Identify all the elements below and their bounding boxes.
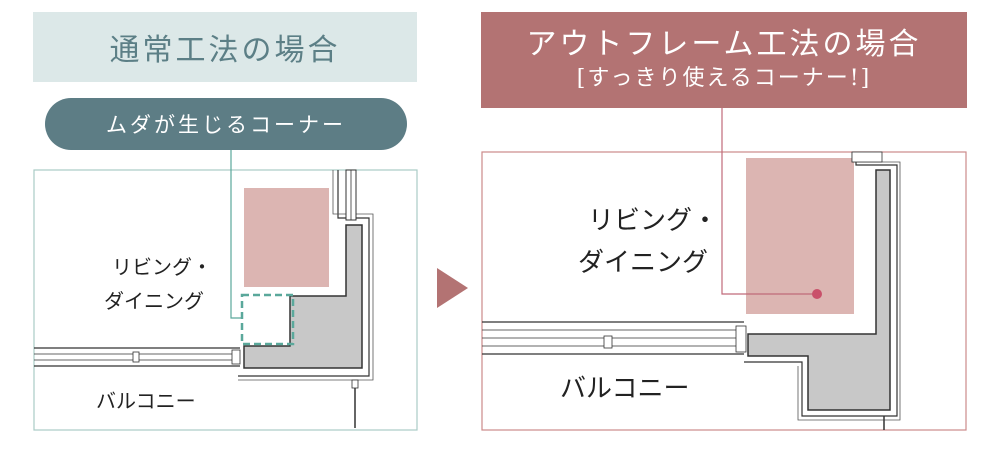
wasted-corner-badge: ムダが生じるコーナー <box>45 98 407 150</box>
right-balcony-label: バルコニー <box>560 374 690 404</box>
badge-leader-line <box>230 150 242 319</box>
right-furniture-block <box>746 158 854 314</box>
outframe-method-title: アウトフレーム工法の場合 <box>526 27 922 62</box>
left-room-label-line1: リビング・ <box>112 255 212 279</box>
right-plan-frame <box>481 151 967 431</box>
outframe-method-title-box: アウトフレーム工法の場合 [すっきり使えるコーナー!] <box>481 12 967 108</box>
subtitle-leader-line <box>721 108 816 295</box>
left-floor-plan <box>33 150 418 431</box>
right-floor-plan <box>481 108 967 431</box>
left-balcony-label: バルコニー <box>96 389 196 413</box>
right-room-label-line2: ダイニング <box>578 248 709 278</box>
left-room-label-line2: ダイニング <box>104 289 204 313</box>
left-plan-frame <box>33 169 418 431</box>
normal-method-title: 通常工法の場合 <box>33 12 417 82</box>
usable-corner-dot <box>812 289 822 299</box>
left-column-wall <box>243 224 363 369</box>
outframe-method-subtitle: [すっきり使えるコーナー!] <box>576 66 872 91</box>
arrow-right-icon <box>437 268 468 308</box>
right-room-label-line1: リビング・ <box>588 206 719 236</box>
left-furniture-block <box>244 188 329 287</box>
right-column-wall <box>747 169 891 411</box>
wasted-corner-outline <box>240 293 295 346</box>
